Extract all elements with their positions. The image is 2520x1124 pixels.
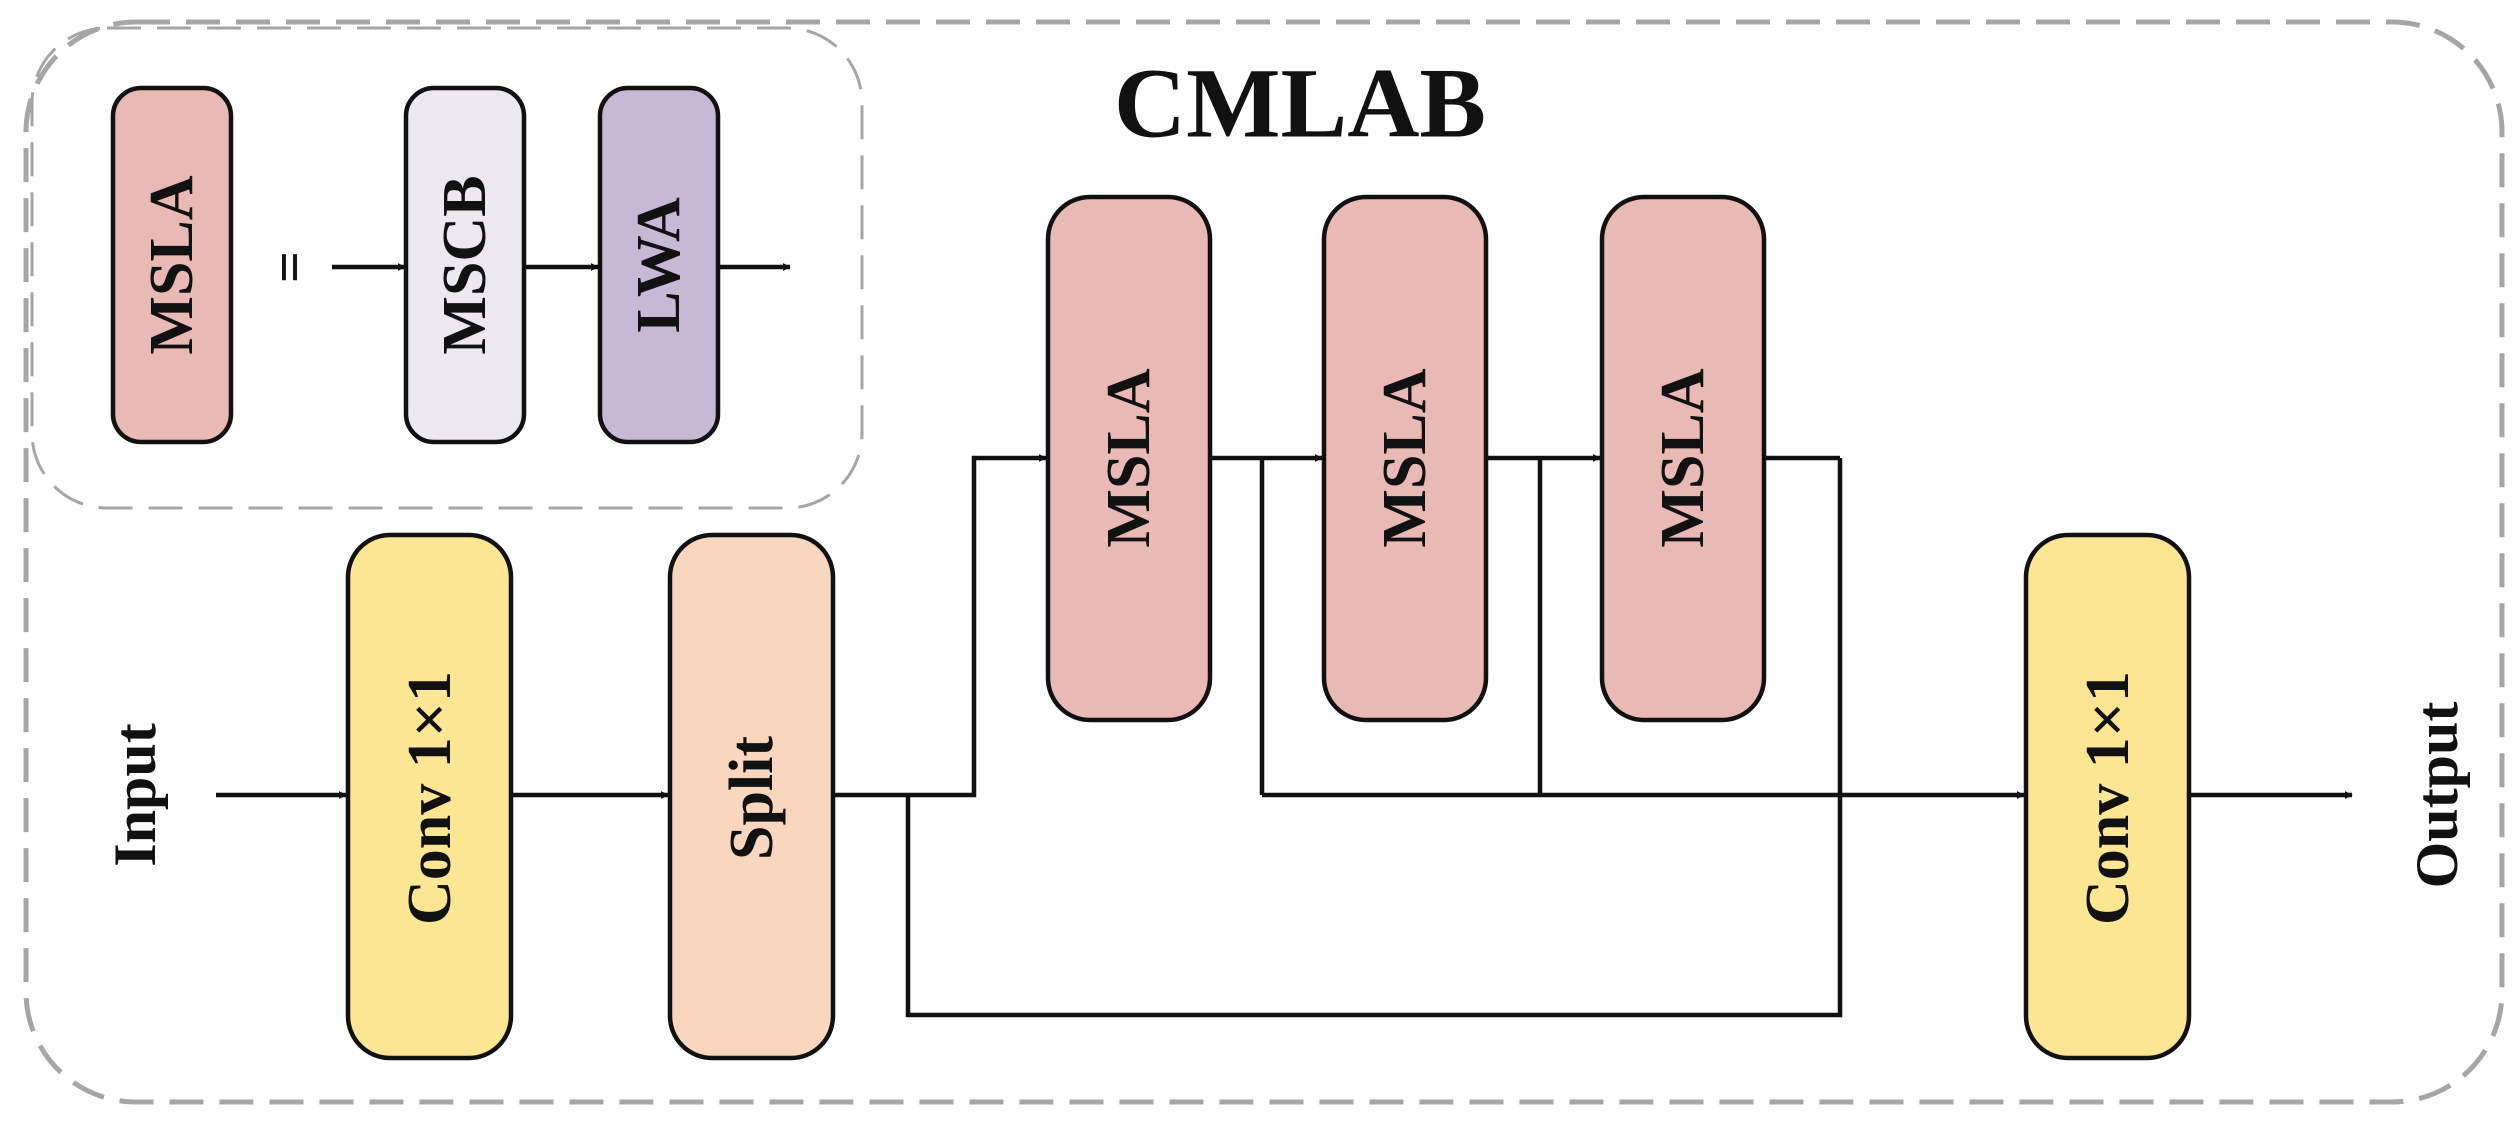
conv-out-block: Conv 1×1	[2023, 532, 2192, 1061]
output-label: Output	[2404, 702, 2470, 889]
svg-text:LWA: LWA	[625, 197, 693, 333]
legend-dashed-frame	[30, 26, 864, 510]
conv-in-block: Conv 1×1	[345, 532, 514, 1061]
svg-text:MSLA: MSLA	[1649, 368, 1717, 547]
msla-block-2: MSLA	[1321, 194, 1489, 723]
legend-equals-sign: =	[259, 251, 321, 283]
svg-text:MSCB: MSCB	[431, 175, 499, 354]
diagram-title: CMLAB	[1114, 48, 1486, 159]
legend-lwa-block: LWA	[597, 85, 721, 445]
svg-text:Split: Split	[718, 736, 786, 860]
legend-mscb-block: MSCB	[403, 85, 527, 445]
split-block: Split	[667, 532, 836, 1061]
svg-text:Conv 1×1: Conv 1×1	[2074, 671, 2142, 925]
wire-split-bypass	[905, 458, 1843, 1018]
svg-text:MSLA: MSLA	[1095, 368, 1163, 547]
svg-text:Conv 1×1: Conv 1×1	[396, 671, 464, 925]
svg-text:MSLA: MSLA	[138, 175, 206, 354]
arrow-split-to-msla-1	[833, 454, 1047, 798]
msla-block-3: MSLA	[1599, 194, 1767, 723]
outer-dashed-frame	[23, 19, 2505, 1105]
msla-block-1: MSLA	[1045, 194, 1213, 723]
legend-msla-block: MSLA	[110, 85, 234, 445]
input-label: Input	[102, 723, 168, 866]
svg-text:MSLA: MSLA	[1371, 368, 1439, 547]
